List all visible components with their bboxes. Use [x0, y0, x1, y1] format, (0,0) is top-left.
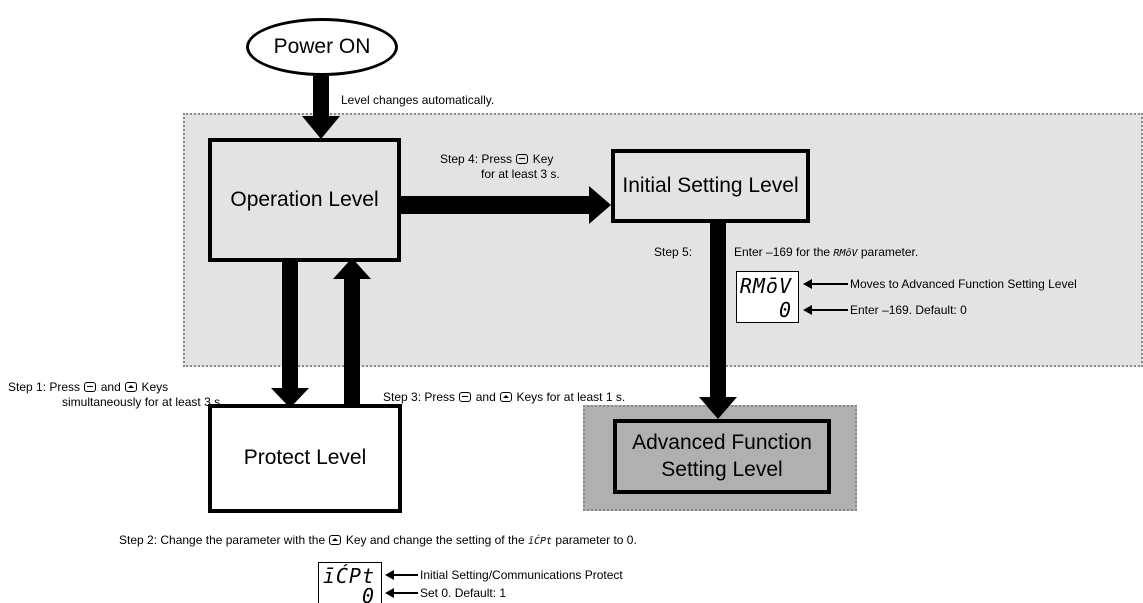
step3-text-a: Step 3: Press [383, 390, 456, 404]
icpt-bottom-note: Set 0. Default: 1 [420, 586, 507, 600]
step4-text-b: Key [532, 152, 554, 166]
icpt-top-pointer [385, 570, 394, 580]
operation-level-label: Operation Level [230, 187, 379, 211]
arrow-power-head [302, 116, 340, 139]
arrow-step1-head [271, 388, 309, 408]
up-key-icon [125, 382, 138, 392]
amov-bottom-note: Enter –169. Default: 0 [850, 303, 967, 317]
icpt-inline-code: īĆPt [527, 536, 553, 547]
protect-level-label: Protect Level [243, 446, 367, 470]
step2-text-a: Step 2: Change the parameter with the [119, 533, 326, 547]
step5-note: Enter –169 for the RMōV parameter. [734, 245, 918, 261]
mode-key-icon [84, 382, 97, 392]
icpt-display-top: īĆPt [322, 564, 375, 588]
step2-note: Step 2: Change the parameter with the Ke… [119, 533, 637, 549]
amov-top-pointer [803, 279, 812, 289]
arrow-step3-head [333, 258, 371, 279]
icpt-top-note: Initial Setting/Communications Protect [420, 568, 623, 582]
operation-level-box: Operation Level [208, 138, 401, 262]
initial-setting-level-label: Initial Setting Level [622, 173, 799, 197]
amov-bottom-pointer [803, 305, 812, 315]
arrow-step5-head [699, 397, 737, 419]
advanced-function-label-2: Setting Level [661, 457, 783, 481]
step5-text-b: parameter. [860, 245, 919, 259]
arrow-step5-shaft [710, 221, 726, 399]
initial-setting-level-box: Initial Setting Level [611, 149, 810, 223]
step5-text-a: Enter –169 for the [734, 245, 831, 259]
step2-text-b: Key and change the setting of the [345, 533, 525, 547]
step1-note: Step 1: Press and Keys simultaneously fo… [8, 380, 223, 410]
mode-key-icon [459, 392, 472, 402]
up-key-icon [500, 392, 513, 402]
amov-display-bottom: 0 [778, 298, 792, 322]
protect-level-box: Protect Level [208, 404, 402, 513]
step1-text-a: Step 1: Press [8, 380, 81, 394]
power-on-node: Power ON [246, 18, 398, 76]
step1-text-d: simultaneously for at least 3 s. [62, 395, 224, 409]
up-key-icon [329, 535, 342, 545]
step1-text-b: and [100, 380, 121, 394]
step4-text-a: Step 4: Press [440, 152, 513, 166]
step1-text-c: Keys [141, 380, 169, 394]
icpt-display-bottom: 0 [361, 584, 375, 603]
step2-text-c: parameter to 0. [555, 533, 637, 547]
arrow-step4-shaft [401, 196, 591, 214]
arrow-power-shaft [313, 76, 329, 118]
power-on-label: Power ON [273, 35, 371, 58]
advanced-function-box: Advanced Function Setting Level [613, 419, 831, 494]
amov-top-note: Moves to Advanced Function Setting Level [850, 277, 1077, 291]
advanced-function-label-1: Advanced Function [632, 431, 812, 455]
step4-note: Step 4: Press Key for at least 3 s. [440, 152, 560, 182]
arrow-step3-shaft [344, 277, 360, 405]
icpt-bottom-pointer [385, 588, 394, 598]
amov-inline-code: RMōV [833, 248, 858, 259]
step3-text-b: and [475, 390, 496, 404]
step3-text-c: Keys for at least 1 s. [516, 390, 626, 404]
auto-change-note: Level changes automatically. [341, 93, 495, 107]
step3-note: Step 3: Press and Keys for at least 1 s. [383, 390, 625, 405]
amov-display: RMōV 0 [736, 271, 799, 323]
mode-key-icon [516, 154, 529, 164]
step4-text-c: for at least 3 s. [481, 167, 560, 181]
step5-label: Step 5: [654, 245, 693, 259]
arrow-step4-head [589, 186, 611, 224]
amov-display-top: RMōV [739, 274, 792, 298]
icpt-display: īĆPt 0 [318, 562, 382, 603]
arrow-step1-shaft [282, 258, 298, 390]
